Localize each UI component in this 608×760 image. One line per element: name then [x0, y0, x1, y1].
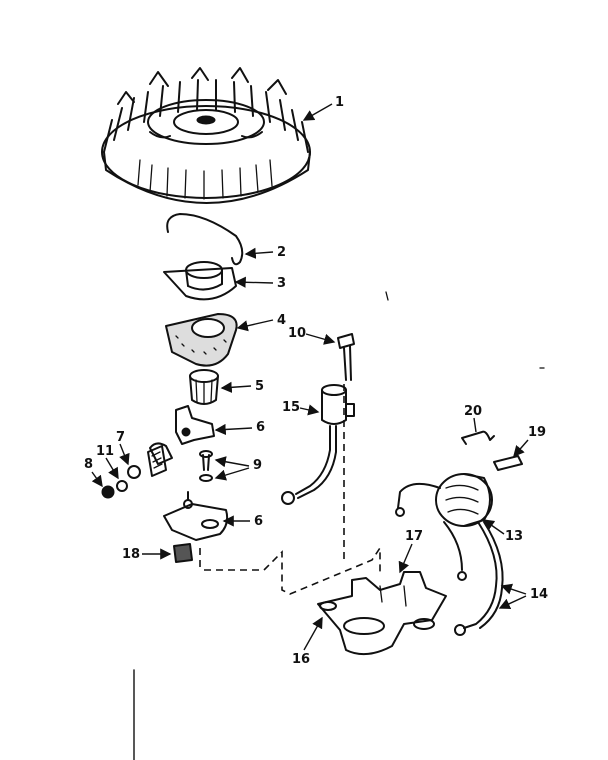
leader-14b: [498, 595, 527, 609]
assembly-guide-lines: [199, 384, 381, 595]
leader-19: [513, 439, 529, 458]
coil-leads-part: [443, 521, 504, 636]
callout-4: 4: [277, 313, 286, 328]
callout-17: 17: [405, 529, 423, 544]
condenser-part: [281, 384, 355, 505]
bushing-part: [189, 369, 219, 405]
callout-8: 8: [84, 457, 93, 472]
breaker-plate-part: [163, 491, 229, 541]
leader-11: [105, 457, 119, 480]
felt-block-part: [173, 543, 193, 563]
wire-clip-part: [461, 430, 495, 445]
terminal-hardware-part: [101, 445, 167, 499]
leader-9a: [214, 456, 250, 468]
callout-9: 9: [253, 458, 262, 473]
ignition-coil-part: [395, 473, 493, 527]
scan-marks: [133, 291, 545, 760]
gasket-part: [165, 313, 238, 367]
callout-6b: 6: [254, 514, 263, 529]
callout-19: 19: [528, 425, 546, 440]
leader-6a: [214, 423, 253, 436]
callout-5: 5: [255, 379, 264, 394]
callout-11: 11: [96, 444, 114, 459]
leader-17: [398, 543, 413, 574]
leader-7: [119, 443, 130, 466]
leader-14a: [500, 583, 527, 595]
leader-2: [244, 247, 274, 259]
leader-15: [299, 404, 320, 416]
callout-20: 20: [464, 404, 482, 419]
screws-part: [199, 450, 213, 482]
leader-4: [236, 319, 274, 332]
flywheel-part: [101, 67, 311, 204]
callout-2: 2: [277, 245, 286, 260]
leader-3: [234, 276, 274, 288]
screw-part: [337, 333, 355, 381]
leader-9b: [214, 467, 250, 481]
callout-7: 7: [116, 430, 125, 445]
key-part: [493, 455, 523, 471]
callout-3: 3: [277, 276, 286, 291]
leader-5: [220, 381, 252, 393]
coil-bracket-part: [317, 571, 447, 656]
leader-8: [91, 471, 103, 488]
spring-clip-part: [166, 213, 244, 266]
callout-15: 15: [282, 400, 300, 415]
callout-16: 16: [292, 652, 310, 667]
cover-plate-part: [163, 261, 237, 301]
leader-16: [303, 616, 323, 651]
breaker-arm-part: [149, 405, 215, 465]
leader-1: [302, 103, 333, 121]
leader-13: [482, 519, 505, 535]
callout-6a: 6: [256, 420, 265, 435]
leader-20: [473, 417, 477, 433]
callout-13: 13: [505, 529, 523, 544]
callout-10: 10: [288, 326, 306, 341]
callout-1: 1: [335, 95, 344, 110]
callout-14: 14: [530, 587, 548, 602]
callout-18: 18: [122, 547, 140, 562]
leader-10: [305, 333, 336, 345]
